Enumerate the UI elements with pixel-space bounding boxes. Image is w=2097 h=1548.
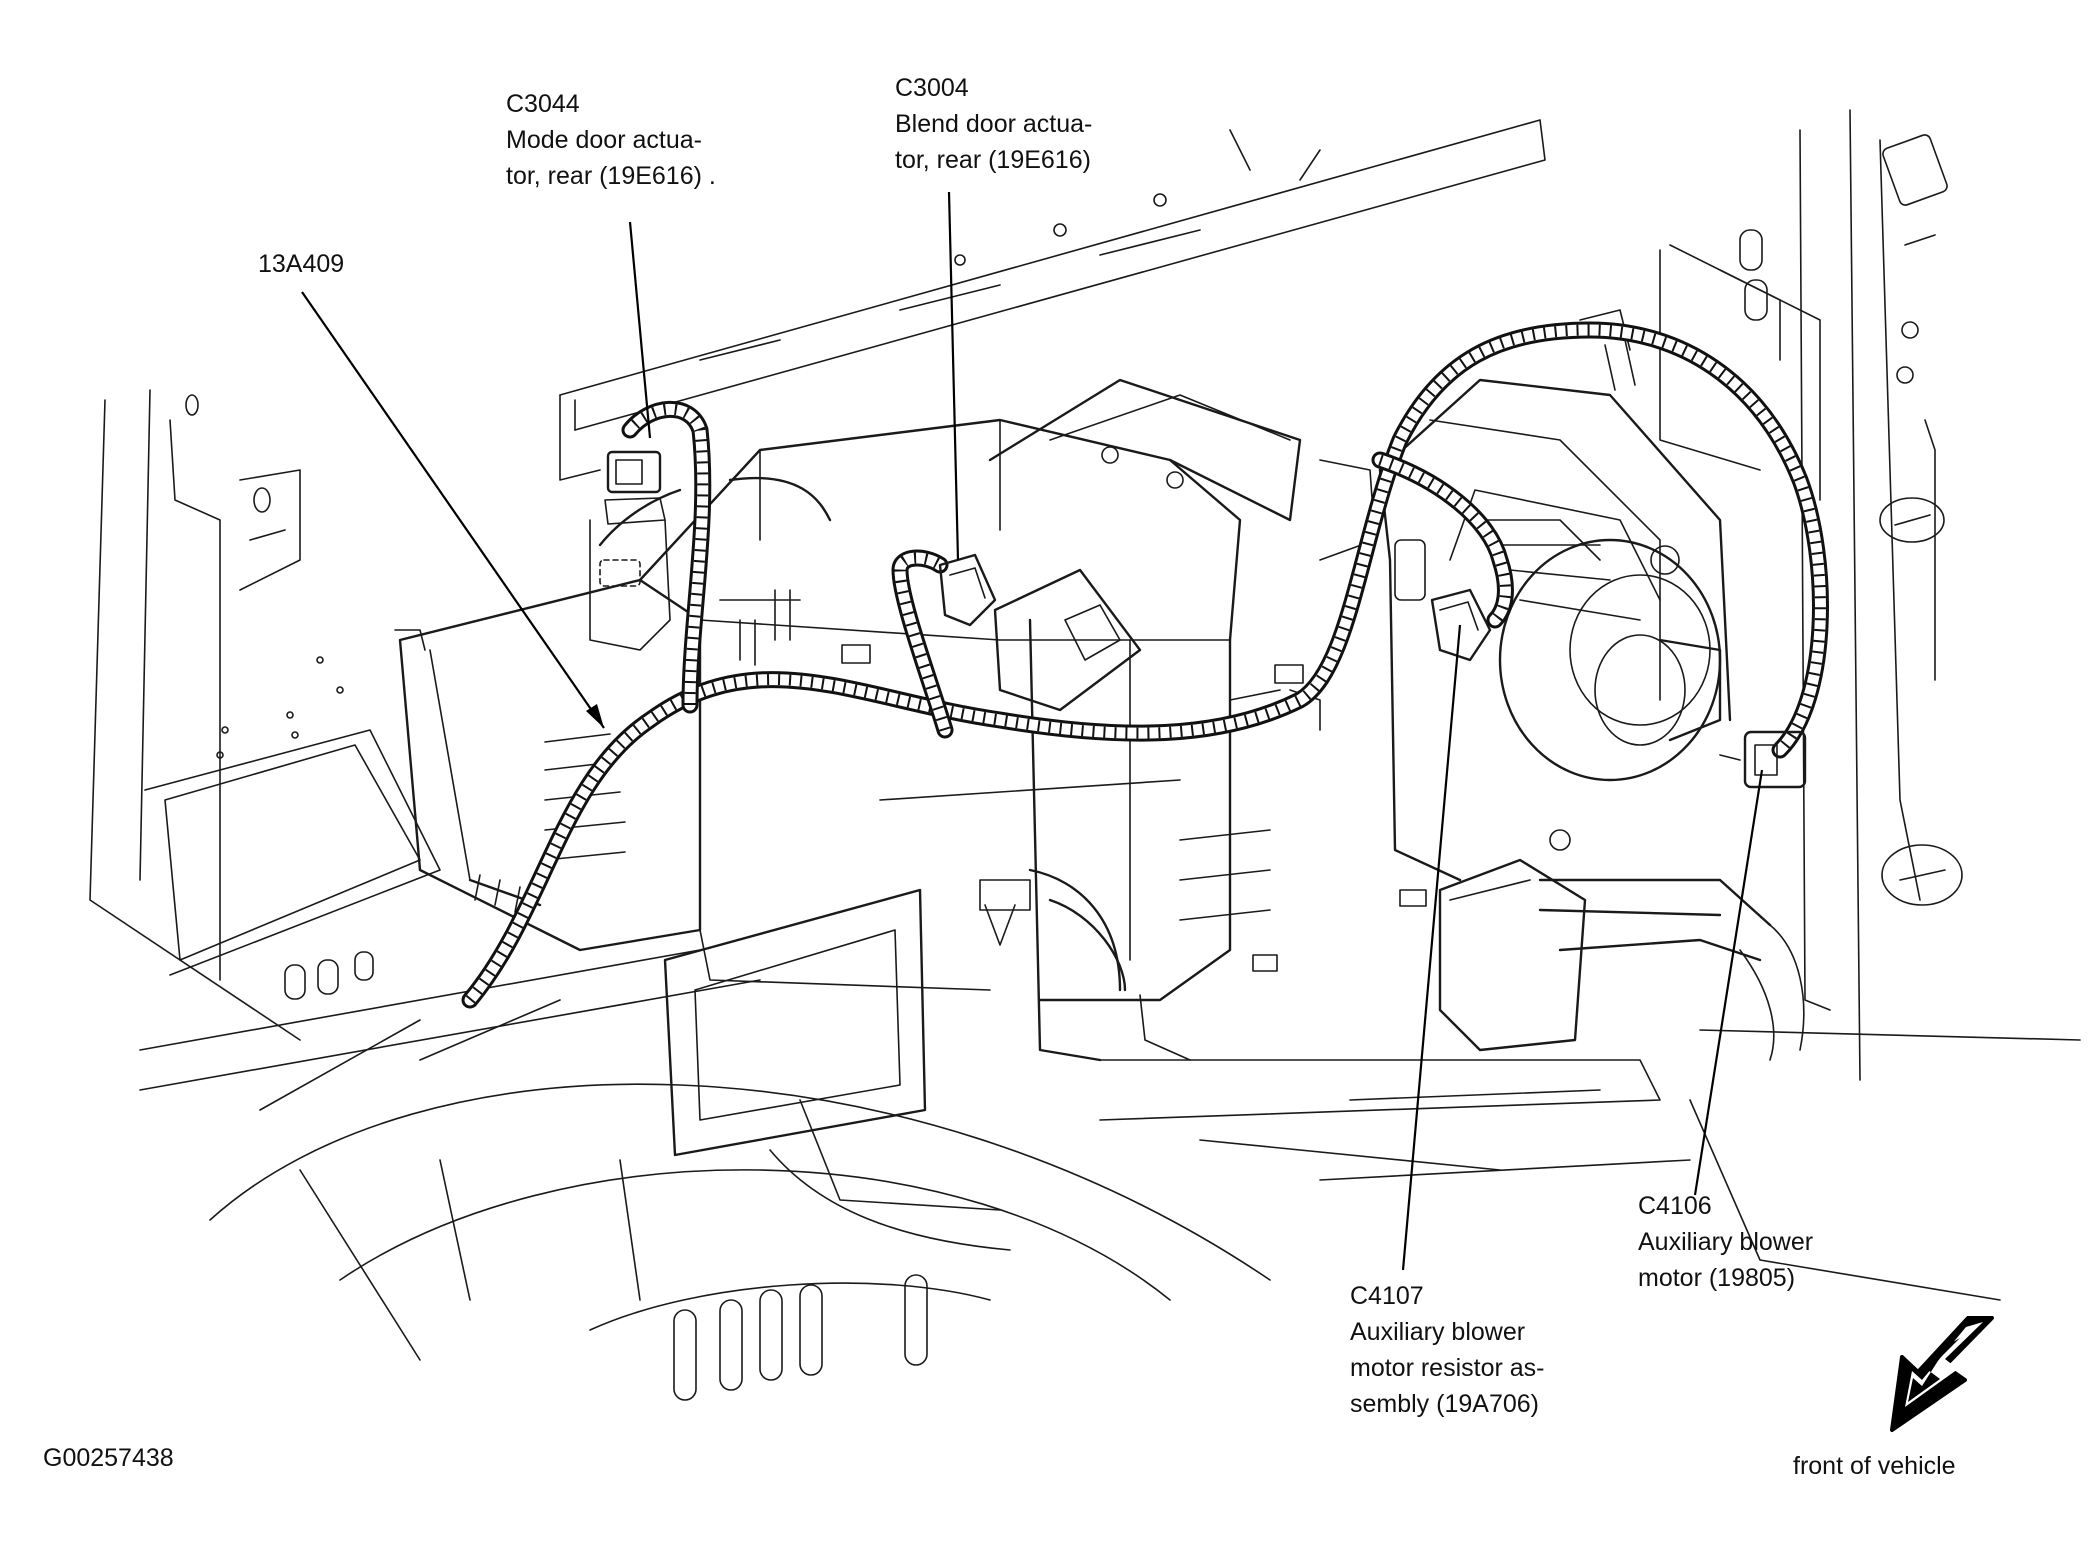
- wiring-harness: [461, 321, 1829, 1009]
- leader-arrowhead-13a409: [586, 704, 604, 728]
- callout-c3004-id: C3004: [895, 74, 969, 102]
- callout-c3044-id: C3044: [506, 90, 580, 118]
- callout-c3044-line-1: Mode door actua-: [506, 126, 702, 154]
- callout-c4106: C4106 Auxiliary blower motor (19805): [1638, 1188, 1813, 1296]
- callout-c3004: C3004 Blend door actua- tor, rear (19E61…: [895, 70, 1092, 178]
- front-of-vehicle-arrow: [1890, 1316, 1994, 1432]
- front-of-vehicle-text: front of vehicle: [1793, 1452, 1956, 1480]
- leader-c4107: [1401, 624, 1462, 1271]
- figure-id: G00257438: [43, 1440, 174, 1476]
- leader-c3004: [947, 191, 960, 561]
- callout-c3044: C3044 Mode door actua- tor, rear (19E616…: [506, 86, 716, 194]
- callout-c4106-line-2: motor (19805): [1638, 1264, 1796, 1292]
- callout-c4107-line-2: motor resistor as-: [1350, 1354, 1545, 1382]
- leader-13a409: [301, 291, 605, 729]
- front-of-vehicle-label: front of vehicle: [1793, 1448, 1956, 1484]
- connector-c3044: [589, 450, 671, 651]
- connector-c3004: [938, 553, 1142, 712]
- callout-c4107-id: C4107: [1350, 1282, 1424, 1310]
- vehicle-body-structure: [89, 109, 2081, 1401]
- callout-c4107: C4107 Auxiliary blower motor resistor as…: [1350, 1278, 1544, 1422]
- callout-13a409-id: 13A409: [258, 250, 345, 278]
- leader-c4106: [1693, 769, 1764, 1196]
- callout-c3004-line-2: tor, rear (19E616): [895, 146, 1091, 174]
- leader-lines: [301, 191, 1764, 1271]
- callout-c4107-line-1: Auxiliary blower: [1350, 1318, 1526, 1346]
- callout-c4107-line-3: sembly (19A706): [1350, 1390, 1539, 1418]
- blower-housing: [1378, 378, 1805, 1061]
- connector-c4106: [1719, 730, 1807, 789]
- connector-c4107: [1394, 539, 1492, 662]
- callout-c3004-line-1: Blend door actua-: [895, 110, 1093, 138]
- callout-c3044-line-2: tor, rear (19E616) .: [506, 162, 716, 190]
- callout-c4106-id: C4106: [1638, 1192, 1712, 1220]
- hvac-case: [398, 378, 1376, 1157]
- leader-c3044: [628, 221, 652, 439]
- callout-13a409: 13A409: [258, 246, 344, 282]
- figure-id-text: G00257438: [43, 1444, 174, 1472]
- callout-c4106-line-1: Auxiliary blower: [1638, 1228, 1814, 1256]
